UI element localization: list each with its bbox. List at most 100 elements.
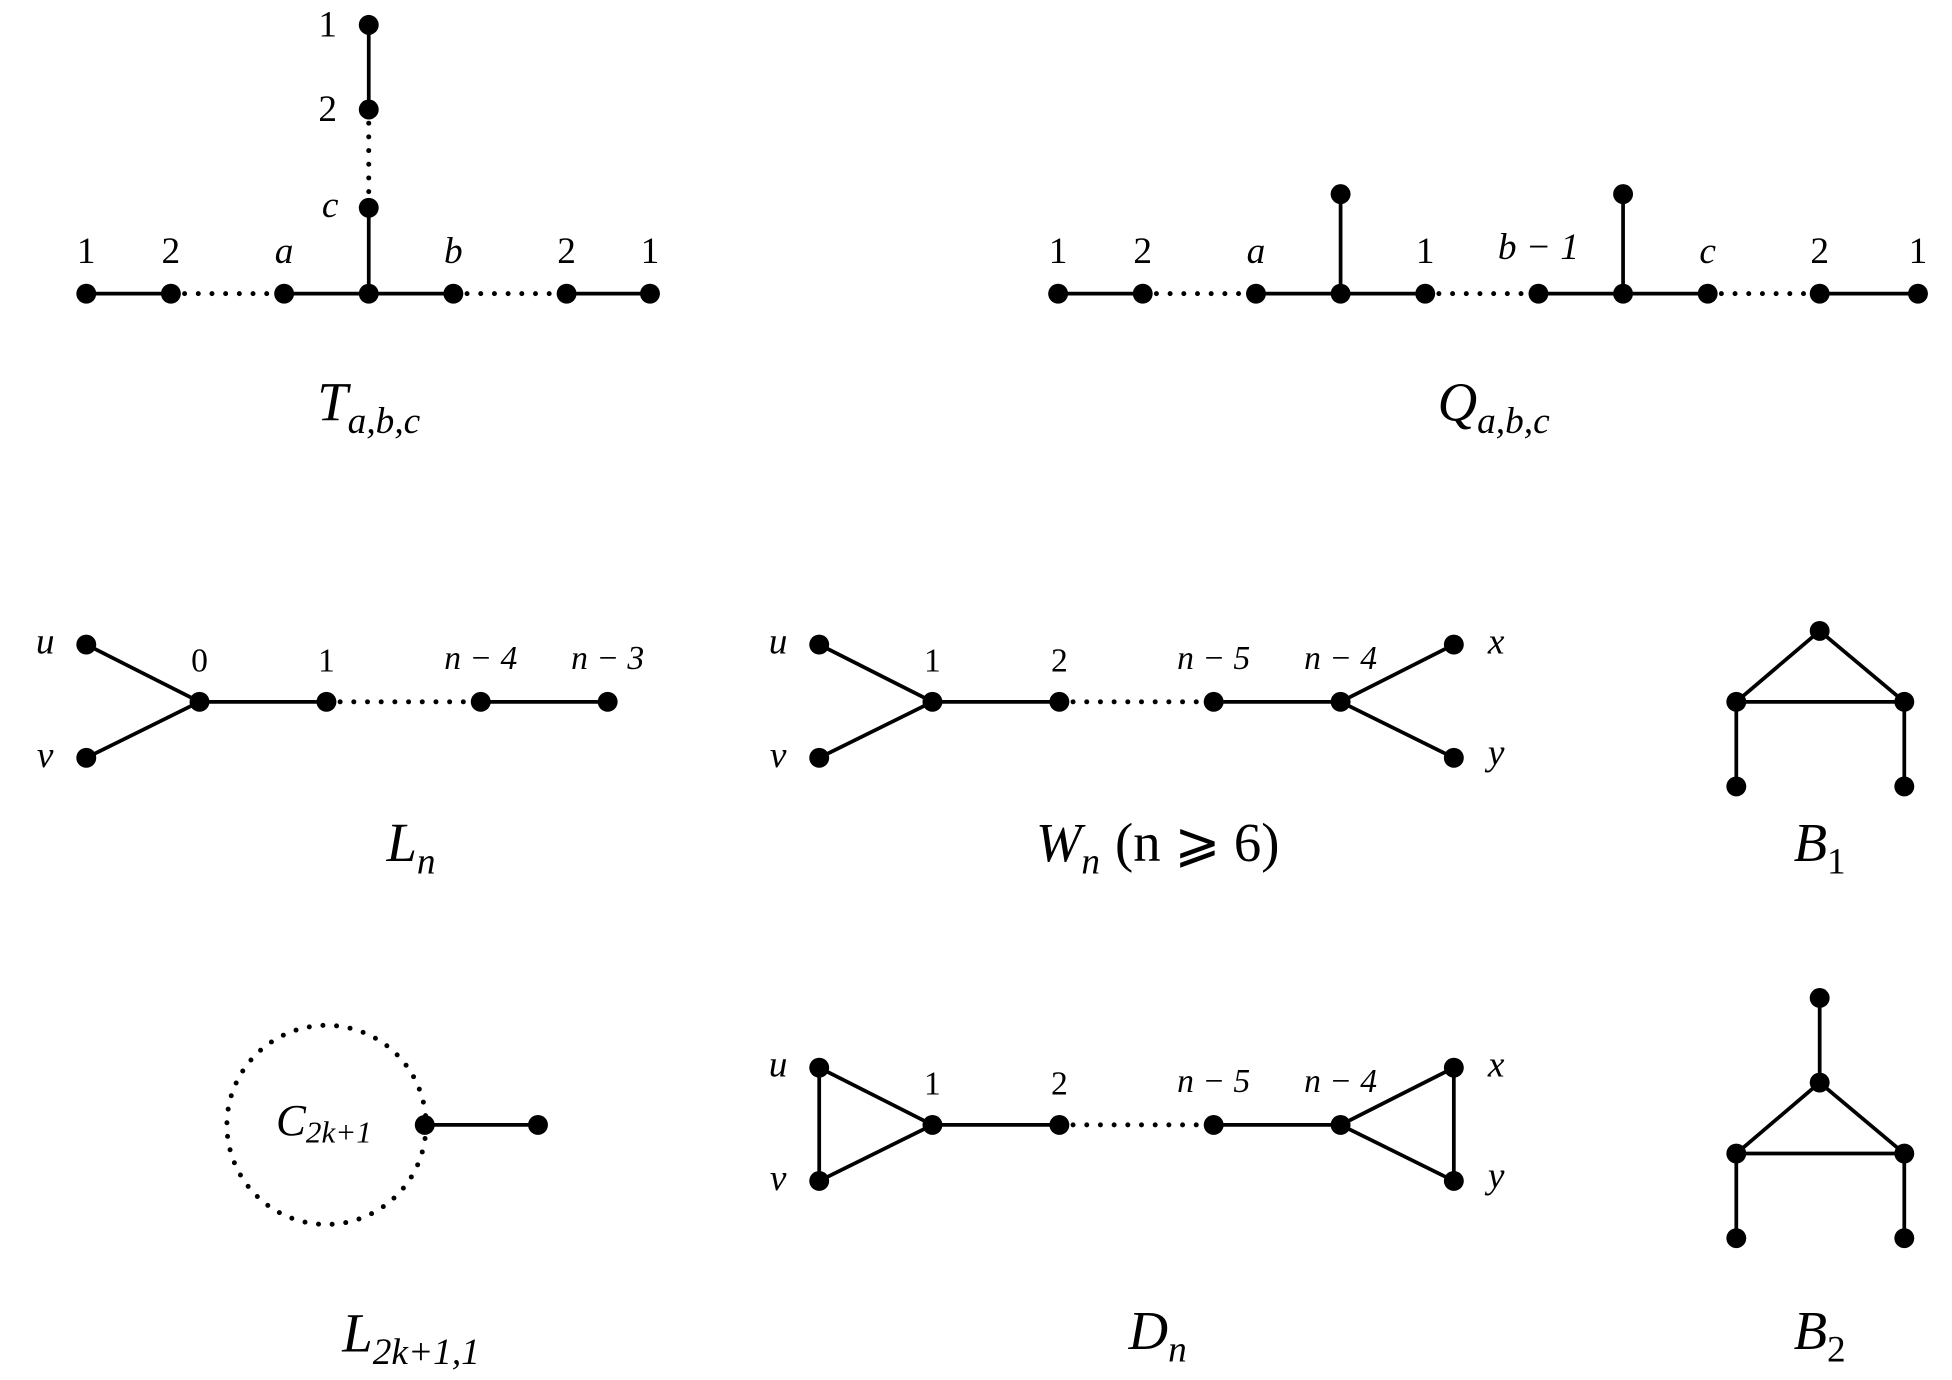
graph-caption: Qa,b,c [1438, 372, 1551, 442]
vertex-x [1443, 1057, 1464, 1078]
vertex [1330, 1114, 1351, 1135]
caption-main: B [1794, 812, 1827, 873]
edge [818, 1065, 934, 1127]
vertex-label: v [770, 1158, 787, 1199]
vertex-pendant [1330, 184, 1351, 205]
vertex-y [1443, 747, 1464, 768]
caption-subscript: 2k+1,1 [373, 1332, 480, 1373]
vertex-v [809, 747, 830, 768]
vertex-label: 1 [924, 642, 941, 679]
caption-subscript: a,b,c [348, 401, 421, 442]
vertex [922, 1114, 943, 1135]
vertex-center [358, 283, 379, 304]
vertex-label: c [322, 185, 339, 226]
edge [818, 700, 934, 760]
caption-main: L [385, 812, 416, 873]
edge [1339, 700, 1455, 760]
vertex-label: u [36, 622, 55, 663]
vertex [443, 283, 464, 304]
vertex [1203, 691, 1224, 712]
vertex [1048, 283, 1069, 304]
vertex-label: a [275, 231, 294, 272]
vertex-label: 2 [1810, 231, 1829, 272]
graph-l-n: u v 0 1 n − 4 n − 3 Ln [36, 622, 644, 883]
vertex [1330, 691, 1351, 712]
vertex [1894, 691, 1915, 712]
vertex [76, 283, 97, 304]
vertex [358, 99, 379, 120]
vertex-label: 2 [318, 89, 337, 130]
vertex [1809, 988, 1830, 1008]
vertex [1809, 1072, 1830, 1093]
vertex-label: 1 [1049, 231, 1068, 272]
vertex-label: 1 [1416, 231, 1435, 272]
vertex-u [809, 1057, 830, 1078]
edge [1339, 1065, 1455, 1127]
graph-caption: Wn(n ⩾ 6) [1036, 812, 1280, 882]
vertex-label: x [1487, 622, 1505, 663]
vertex-label: 1 [924, 1065, 941, 1102]
graph-caption: Ta,b,c [317, 372, 420, 442]
caption-condition: (n ⩾ 6) [1115, 812, 1279, 873]
vertex [1894, 776, 1915, 797]
graph-b2: B2 [1726, 988, 1915, 1370]
vertex-branch [1613, 283, 1634, 304]
edge [1339, 642, 1455, 704]
vertex [1894, 1228, 1915, 1249]
edge [818, 642, 934, 704]
edge [85, 700, 201, 760]
vertex-label: u [769, 622, 788, 663]
vertex-v [809, 1170, 830, 1191]
vertex-label: n − 4 [1304, 1063, 1377, 1100]
vertex-label: 1 [318, 642, 335, 679]
vertex [1908, 283, 1928, 304]
caption-subscript: n [417, 842, 436, 883]
caption-main: B [1794, 1300, 1827, 1361]
vertex-label: 1 [77, 231, 96, 272]
vertex [922, 691, 943, 712]
vertex-label: y [1484, 1155, 1505, 1196]
edge [1735, 629, 1821, 704]
vertex-label: v [37, 735, 54, 776]
vertex [1726, 1143, 1747, 1164]
vertex [528, 1114, 548, 1135]
cycle-label: C2k+1 [276, 1095, 372, 1149]
vertex-label: 1 [641, 231, 660, 272]
vertex-label: 1 [1909, 231, 1928, 272]
graph-q-abc: 1 2 a 1 b − 1 c 2 1 Qa,b,c [1048, 184, 1928, 442]
vertex-label: 0 [191, 642, 208, 679]
edge [1339, 1123, 1455, 1183]
vertex-label: n − 5 [1177, 640, 1250, 677]
vertex-label: b [444, 231, 463, 272]
caption-main: T [317, 372, 351, 433]
vertex-v [76, 747, 97, 768]
vertex-u [76, 634, 97, 655]
vertex [316, 691, 337, 712]
graph-caption: B1 [1794, 812, 1846, 882]
cycle-label-subscript: 2k+1 [306, 1114, 372, 1149]
vertex [358, 14, 379, 35]
vertex [1246, 283, 1266, 304]
caption-subscript: 1 [1827, 842, 1846, 883]
vertex-label: x [1487, 1045, 1505, 1086]
graph-caption: Dn [1128, 1300, 1187, 1370]
graph-t-abc: 1 2 c 1 2 a b 2 1 Ta,b,c [76, 4, 660, 442]
caption-main: Q [1438, 372, 1478, 433]
vertex [1809, 283, 1830, 304]
graph-caption: Ln [385, 812, 435, 882]
vertex-label: 2 [162, 231, 181, 272]
vertex-label: 2 [1051, 642, 1068, 679]
caption-main: D [1128, 1300, 1169, 1361]
edge [1735, 1081, 1821, 1155]
graph-w-n: u v 1 2 n − 5 n − 4 x y Wn(n ⩾ 6) [769, 622, 1505, 883]
graph-caption: L2k+1,1 [341, 1302, 480, 1372]
vertex [1726, 691, 1747, 712]
vertex [414, 1114, 435, 1135]
graph-l-2k1-1: C2k+1 L2k+1,1 [224, 1022, 548, 1373]
graph-d-n: u v 1 2 n − 5 n − 4 x y Dn [769, 1045, 1505, 1371]
vertex-label: n − 5 [1177, 1063, 1250, 1100]
vertex-label: 2 [1051, 1065, 1068, 1102]
vertex [1049, 1114, 1070, 1135]
vertex-branch [1330, 283, 1351, 304]
